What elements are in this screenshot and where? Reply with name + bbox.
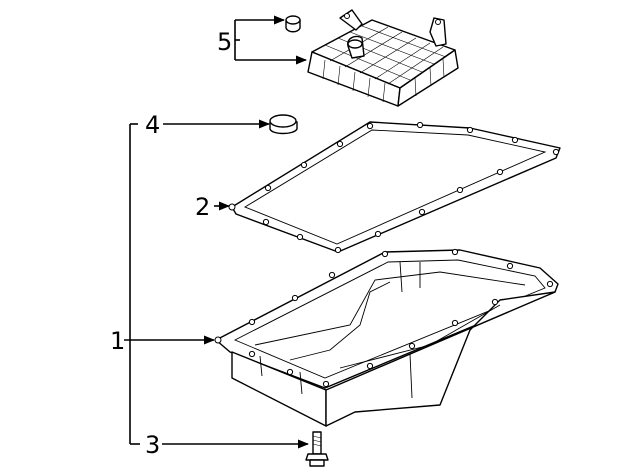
callout-3: 3	[145, 431, 160, 459]
callout-2: 2	[195, 193, 210, 221]
pan-gasket	[228, 121, 561, 254]
leader-lines	[124, 15, 310, 449]
callout-4: 4	[145, 111, 160, 139]
plug	[269, 114, 298, 135]
oil-pan	[214, 248, 559, 427]
pan-bolt	[305, 431, 329, 467]
filter-seal	[285, 15, 301, 33]
callout-5: 5	[217, 28, 232, 56]
transmission-filter	[307, 9, 459, 107]
callout-1: 1	[110, 327, 125, 355]
